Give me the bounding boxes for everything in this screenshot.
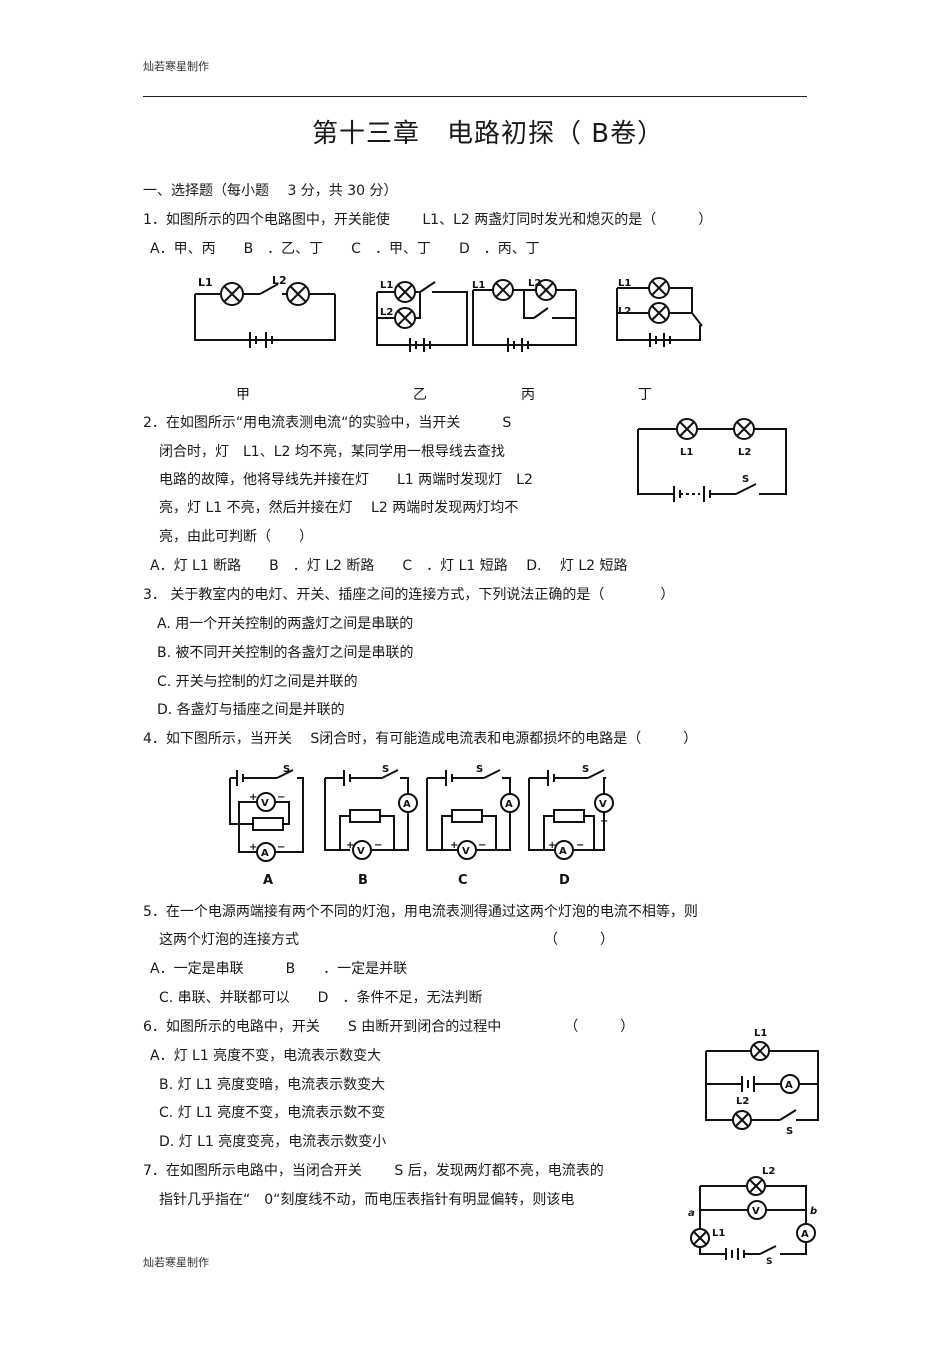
q2-line-4: 亮，灯 L1 不亮，然后并接在灯 L2 两端时发现两灯均不 <box>159 500 519 516</box>
svg-text:A: A <box>785 1080 793 1091</box>
svg-text:A: A <box>261 848 269 859</box>
svg-text:L2: L2 <box>528 278 541 289</box>
page-footer: 灿若寒星制作 <box>143 1256 209 1269</box>
svg-text:L1: L1 <box>680 447 693 458</box>
svg-text:−: − <box>576 840 584 851</box>
header-rule <box>143 96 807 97</box>
svg-text:+: + <box>249 842 257 853</box>
q3-option-a: A. 用一个开关控制的两盏灯之间是串联的 <box>157 616 414 632</box>
svg-text:V: V <box>357 846 365 857</box>
q5-line-2: 这两个灯泡的连接方式 （ ） <box>159 932 614 948</box>
q1-circuit-yi: L1 L2 <box>376 280 468 352</box>
svg-text:A: A <box>505 799 513 810</box>
svg-text:−: − <box>374 840 382 851</box>
q6-option-b: B. 灯 L1 亮度变暗，电流表示数变大 <box>159 1077 386 1093</box>
q3-stem: 3． 关于教室内的电灯、开关、插座之间的连接方式，下列说法正确的是（ ） <box>143 587 675 603</box>
svg-text:L2: L2 <box>736 1096 749 1107</box>
svg-text:a: a <box>688 1208 695 1219</box>
svg-text:S: S <box>766 1257 772 1267</box>
q7-line-1: 7．在如图所示电路中，当闭合开关 S 后，发现两灯都不亮，电流表的 <box>143 1163 604 1179</box>
q6-option-a: A．灯 L1 亮度不变，电流表示数变大 <box>150 1048 382 1064</box>
q5-options-cd: C. 串联、并联都可以 D ．条件不足，无法判断 <box>159 990 483 1006</box>
q4-stem: 4．如下图所示，当开关 S闭合时，有可能造成电流表和电源都损坏的电路是（ ） <box>143 731 698 747</box>
svg-text:L2: L2 <box>618 306 631 317</box>
q1-circuit-jia: L1 L2 <box>194 274 336 348</box>
svg-text:b: b <box>810 1206 817 1217</box>
svg-text:V: V <box>462 846 470 857</box>
q2-circuit: L1 L2 S <box>637 418 787 502</box>
caption-jia: 甲 <box>236 387 250 403</box>
switch-icon <box>419 281 436 293</box>
svg-text:V: V <box>599 799 607 810</box>
label-l1: L1 <box>198 276 213 289</box>
q6-option-d: D. 灯 L1 亮度变亮，电流表示数变小 <box>159 1134 387 1150</box>
svg-text:V: V <box>261 798 269 809</box>
q7-circuit: L2 V a b L1 A S <box>688 1166 817 1267</box>
label-l2: L2 <box>272 274 287 287</box>
caption-yi: 乙 <box>413 387 427 403</box>
svg-text:S: S <box>382 764 389 775</box>
svg-text:L1: L1 <box>472 280 485 291</box>
q1-circuit-ding: L1 L2 <box>616 277 703 347</box>
q6-option-c: C. 灯 L1 亮度不变，电流表示数不变 <box>159 1105 386 1121</box>
svg-text:L1: L1 <box>712 1228 725 1239</box>
svg-text:S: S <box>582 764 589 775</box>
q4-circuit-a: S V + − A + − A <box>229 764 304 888</box>
svg-text:−: − <box>277 792 285 803</box>
svg-text:A: A <box>801 1229 809 1240</box>
switch-icon <box>735 483 757 495</box>
svg-text:L1: L1 <box>380 280 393 291</box>
section-heading: 一、选择题（每小题 3 分，共 30 分） <box>143 183 398 199</box>
svg-text:S: S <box>786 1126 793 1137</box>
svg-text:+: + <box>249 792 257 803</box>
svg-text:+: + <box>450 840 458 851</box>
q3-option-c: C. 开关与控制的灯之间是并联的 <box>157 674 358 690</box>
q4-label-a: A <box>263 873 273 888</box>
svg-text:−: − <box>478 840 486 851</box>
svg-text:A: A <box>559 846 567 857</box>
svg-text:L2: L2 <box>380 307 393 318</box>
q4-circuit-b: S A V + − B <box>324 764 418 888</box>
switch-icon <box>691 312 703 327</box>
q4-label-d: D <box>559 873 570 888</box>
svg-text:S: S <box>283 764 290 775</box>
q6-circuit: L1 A L2 S <box>705 1028 819 1137</box>
caption-ding: 丁 <box>638 387 652 403</box>
q4-label-c: C <box>458 873 468 888</box>
q2-line-5: 亮，由此可判断（ ） <box>159 529 313 545</box>
caption-bing: 丙 <box>521 387 535 403</box>
q2-line-2: 闭合时，灯 L1、L2 均不亮，某同学用一根导线去查找 <box>159 444 505 460</box>
svg-text:V: V <box>752 1206 760 1217</box>
q5-line-1: 5．在一个电源两端接有两个不同的灯泡，用电流表测得通过这两个灯泡的电流不相等，则 <box>143 904 698 920</box>
svg-text:L2: L2 <box>738 447 751 458</box>
svg-text:A: A <box>403 799 411 810</box>
page-header: 灿若寒星制作 <box>143 60 209 73</box>
svg-text:S: S <box>476 764 483 775</box>
q4-circuit-c: S A V + − C <box>426 764 520 888</box>
q7-line-2: 指针几乎指在“ 0“刻度线不动，而电压表指针有明显偏转，则该电 <box>159 1192 575 1208</box>
q1-circuit-bing: L1 L2 <box>472 278 577 352</box>
q5-options-ab: A．一定是串联 B ．一定是并联 <box>150 961 408 977</box>
svg-text:−: − <box>277 842 285 853</box>
q3-option-d: D. 各盏灯与插座之间是并联的 <box>157 702 345 718</box>
svg-text:+: + <box>548 840 556 851</box>
svg-text:S: S <box>742 474 749 485</box>
q6-stem: 6．如图所示的电路中，开关 S 由断开到闭合的过程中 （ ） <box>143 1019 635 1035</box>
q4-circuit-d: S V + A + − D <box>528 764 614 888</box>
svg-text:+: + <box>346 840 354 851</box>
q3-option-b: B. 被不同开关控制的各盏灯之间是串联的 <box>157 645 414 661</box>
svg-text:L1: L1 <box>618 278 631 289</box>
q2-line-1: 2．在如图所示“用电流表测电流“的实验中，当开关 S <box>143 415 512 431</box>
q2-options: A．灯 L1 断路 B ．灯 L2 断路 C ．灯 L1 短路 D. 灯 L2 … <box>150 558 628 574</box>
switch-icon <box>259 283 279 295</box>
q1-options: A．甲、丙 B ．乙、丁 C ．甲、丁 D ．丙、丁 <box>150 241 540 257</box>
page-title: 第十三章 电路初探（ B卷） <box>312 119 665 149</box>
q2-line-3: 电路的故障，他将导线先并接在灯 L1 两端时发现灯 L2 <box>159 472 533 488</box>
q1-stem: 1．如图所示的四个电路图中，开关能使 L1、L2 两盏灯同时发光和熄灭的是（ ） <box>143 212 713 228</box>
svg-text:L1: L1 <box>754 1028 767 1039</box>
q4-label-b: B <box>358 873 368 888</box>
svg-text:L2: L2 <box>762 1166 775 1177</box>
switch-icon <box>533 307 549 319</box>
